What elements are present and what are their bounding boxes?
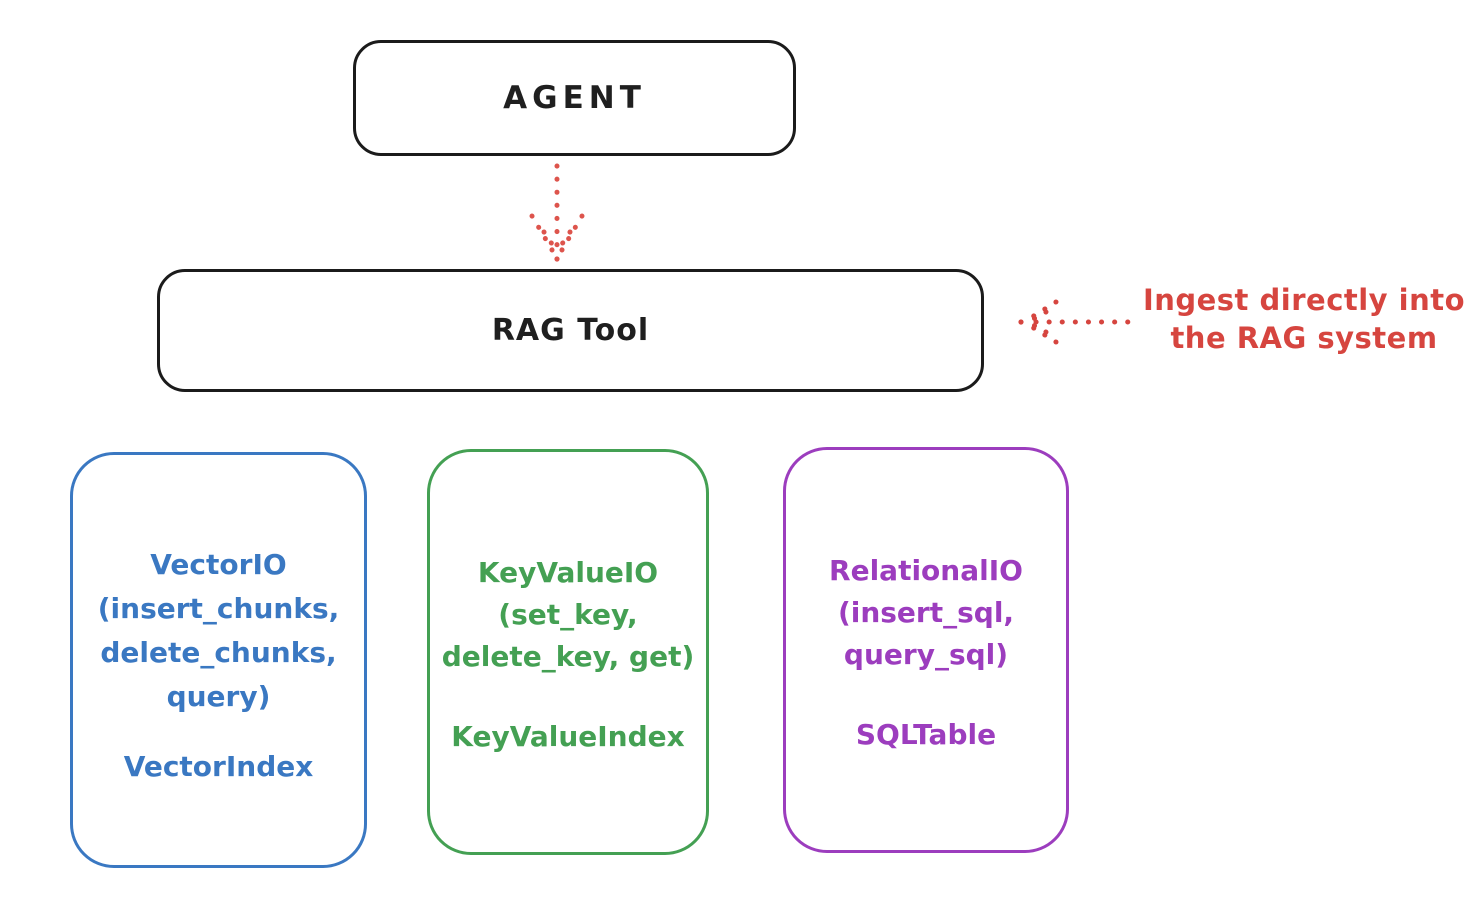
ingest-annotation-line2: the RAG system xyxy=(1170,321,1438,355)
ingest-annotation-line1: Ingest directly into xyxy=(1142,283,1466,317)
backend-box-keyvalue-io: KeyValueIO (set_key, delete_key, get) Ke… xyxy=(427,449,709,855)
relational-io-title: RelationalIO xyxy=(829,554,1023,587)
vector-io-methods-line3: query) xyxy=(166,680,271,713)
relational-io-methods-line2: query_sql) xyxy=(843,638,1009,671)
backend-box-relational-io: RelationalIO (insert_sql, query_sql) SQL… xyxy=(783,447,1069,853)
vector-io-methods-line2: delete_chunks, xyxy=(100,636,337,669)
arrow-ingest-to-ragtool-icon xyxy=(1018,299,1139,345)
keyvalue-io-methods-line2: delete_key, get) xyxy=(441,640,695,673)
vector-index-label: VectorIndex xyxy=(123,750,314,783)
keyvalue-io-methods-line1: (set_key, xyxy=(498,598,638,631)
rag-tool-box-label: RAG Tool xyxy=(491,313,650,348)
relational-io-methods-line1: (insert_sql, xyxy=(837,596,1015,629)
keyvalue-index-label: KeyValueIndex xyxy=(451,720,685,753)
agent-box: AGENT xyxy=(353,40,796,156)
agent-box-label: AGENT xyxy=(503,80,646,116)
rag-tool-box: RAG Tool xyxy=(157,269,984,392)
arrow-agent-to-ragtool-icon xyxy=(529,163,585,262)
vector-io-methods-line1: (insert_chunks, xyxy=(97,592,340,625)
keyvalue-io-title: KeyValueIO xyxy=(477,556,659,589)
ingest-annotation: Ingest directly into the RAG system xyxy=(1128,281,1480,357)
vector-io-title: VectorIO xyxy=(150,548,287,581)
backend-box-vector-io: VectorIO (insert_chunks, delete_chunks, … xyxy=(70,452,367,868)
sql-table-label: SQLTable xyxy=(855,718,997,751)
